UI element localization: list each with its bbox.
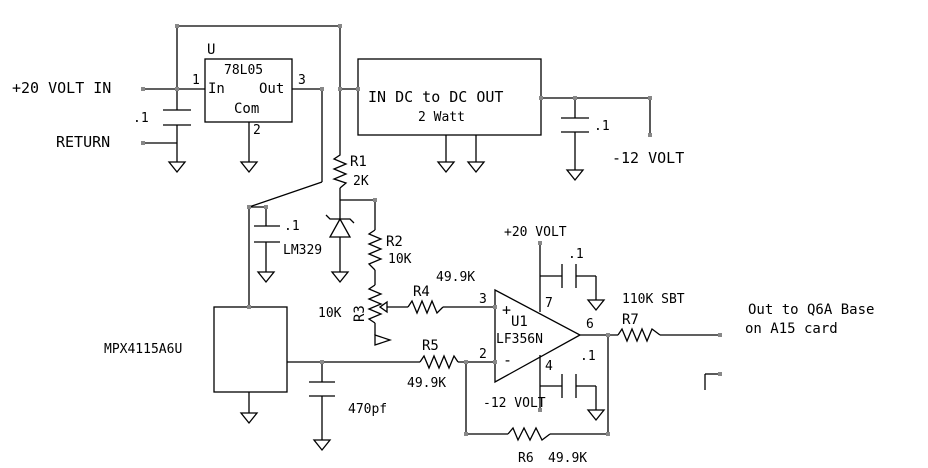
label-op-part: LF356N (496, 332, 543, 347)
resistor-r1 (332, 150, 348, 189)
label-r7-value: 110K SBT (622, 292, 685, 307)
label-r3-value: 10K (318, 306, 342, 321)
label-zener: LM329 (283, 243, 322, 258)
label-output-cap: .1 (594, 119, 610, 134)
label-output-line2: on A15 card (745, 321, 838, 337)
label-r2-value: 10K (388, 252, 412, 267)
label-r1-value: 2K (353, 174, 369, 189)
label-neg12: -12 VOLT (612, 149, 684, 167)
wiring (143, 25, 720, 435)
label-r3-ref: R3 (352, 305, 368, 322)
label-op-plus: + (502, 301, 511, 319)
label-regulator-com: Com (234, 101, 259, 117)
label-r6-ref: R6 (518, 451, 534, 466)
label-regulator-part: 78L05 (224, 63, 263, 78)
label-sensor: MPX4115A6U (104, 342, 182, 357)
resistor-r4 (407, 299, 444, 315)
label-dcdc-title: IN DC to DC OUT (368, 88, 503, 106)
regulator-78l05 (204, 58, 293, 123)
label-r6-value: 49.9K (548, 451, 587, 466)
label-output-line1: Out to Q6A Base (748, 302, 874, 318)
junction-dots (141, 24, 722, 436)
label-regulator-pin2: 2 (253, 123, 261, 138)
label-input-cap: .1 (133, 111, 149, 126)
label-op-supply-neg: -12 VOLT (483, 396, 546, 411)
label-regulator-pin1: 1 (192, 73, 200, 88)
label-r1-ref: R1 (350, 154, 367, 170)
potentiometer-r3 (367, 284, 393, 346)
label-regulator-out: Out (259, 81, 284, 97)
label-op-pin2: 2 (479, 347, 487, 362)
label-op-ref: U1 (511, 314, 528, 330)
label-op-minus: - (503, 351, 512, 369)
label-r5-value: 49.9K (407, 376, 446, 391)
label-regulator-in: In (208, 81, 225, 97)
capacitor-470pf (309, 381, 335, 397)
resistor-r2 (367, 229, 383, 271)
label-r2-ref: R2 (386, 234, 403, 250)
label-cap-470pf: 470pf (348, 402, 387, 417)
label-op-cap-bot: .1 (580, 349, 596, 364)
label-return: RETURN (56, 133, 110, 151)
label-op-pin3: 3 (479, 292, 487, 307)
op-amp-lf356n (494, 288, 582, 384)
output-capacitor (561, 117, 589, 133)
label-r4-value: 49.9K (436, 270, 475, 285)
op-amp-bottom-capacitor (561, 374, 577, 398)
zener-lm329 (325, 200, 355, 238)
op-amp-top-capacitor (561, 264, 577, 288)
label-op-pin4: 4 (545, 359, 553, 374)
label-r7-ref: R7 (622, 312, 639, 328)
label-op-cap-top: .1 (568, 247, 584, 262)
label-op-supply-pos: +20 VOLT (504, 225, 567, 240)
input-capacitor (163, 109, 191, 126)
pressure-sensor (213, 306, 288, 393)
label-dcdc-power: 2 Watt (418, 110, 465, 125)
label-op-pin6: 6 (586, 317, 594, 332)
label-supply-in: +20 VOLT IN (12, 79, 111, 97)
label-op-pin7: 7 (545, 296, 553, 311)
label-r5-ref: R5 (422, 338, 439, 354)
resistor-r5 (419, 354, 459, 370)
label-regulator-ref: U (207, 42, 215, 58)
label-r4-ref: R4 (413, 284, 430, 300)
label-regulator-pin3: 3 (298, 73, 306, 88)
reference-capacitor (254, 225, 280, 243)
label-ref-cap: .1 (284, 219, 300, 234)
resistor-r6 (507, 426, 551, 442)
resistor-r7 (617, 327, 661, 343)
